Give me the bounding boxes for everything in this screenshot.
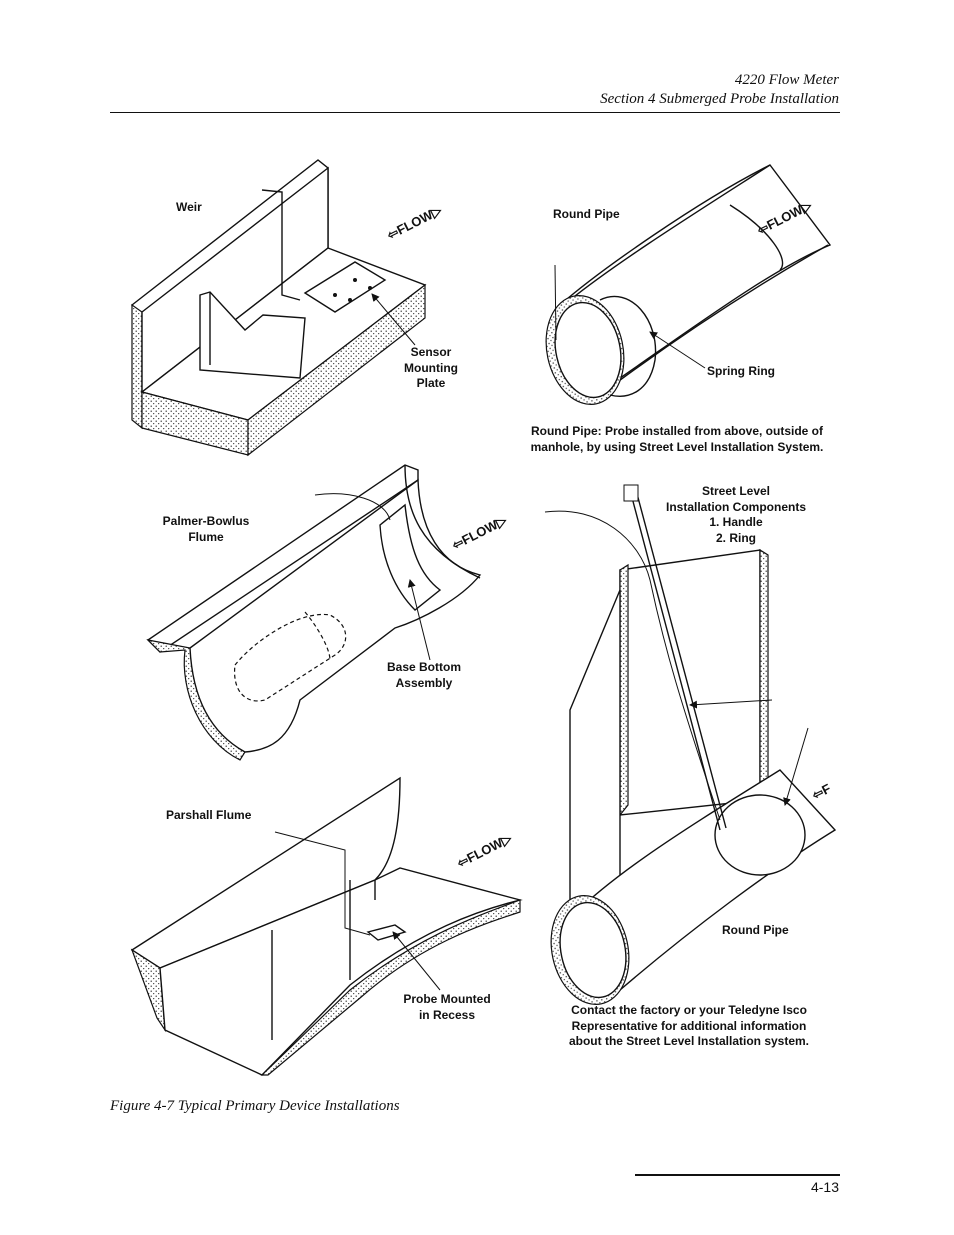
palmer-bowlus-illustration: ⇦FLOW▷ — [146, 464, 510, 761]
svg-text:⇦FLOW▷: ⇦FLOW▷ — [449, 512, 510, 553]
parshall-illustration: ⇦FLOW▷ — [130, 776, 523, 1076]
label-spring-ring: Spring Ring — [707, 364, 775, 378]
label-contact-note: Contact the factory or your Teledyne Isc… — [568, 1003, 810, 1048]
label-parshall-flume: Parshall Flume — [166, 808, 252, 822]
footer-rule — [635, 1174, 840, 1176]
page-number: 4-13 — [810, 1179, 839, 1195]
figure-caption: Figure 4-7 Typical Primary Device Instal… — [110, 1098, 400, 1114]
label-weir: Weir — [176, 200, 202, 214]
weir-illustration: ⇦FLOW▷ — [131, 159, 445, 457]
running-header-title: 4220 Flow Meter — [734, 72, 839, 88]
svg-text:⇦FLOW▷: ⇦FLOW▷ — [384, 202, 445, 243]
running-header-section: Section 4 Submerged Probe Installation — [600, 91, 839, 107]
label-round-pipe-bottom: Round Pipe — [722, 923, 789, 937]
label-round-pipe-top: Round Pipe — [553, 207, 620, 221]
street-level-illustration: ⇦F — [544, 484, 837, 1005]
label-round-pipe-note: Round Pipe: Probe installed from above, … — [530, 424, 824, 454]
svg-text:⇦F: ⇦F — [809, 781, 834, 803]
header-rule — [110, 112, 840, 113]
svg-text:⇦FLOW▷: ⇦FLOW▷ — [454, 830, 515, 871]
round-pipe-illustration: ⇦FLOW▷ — [545, 164, 832, 405]
